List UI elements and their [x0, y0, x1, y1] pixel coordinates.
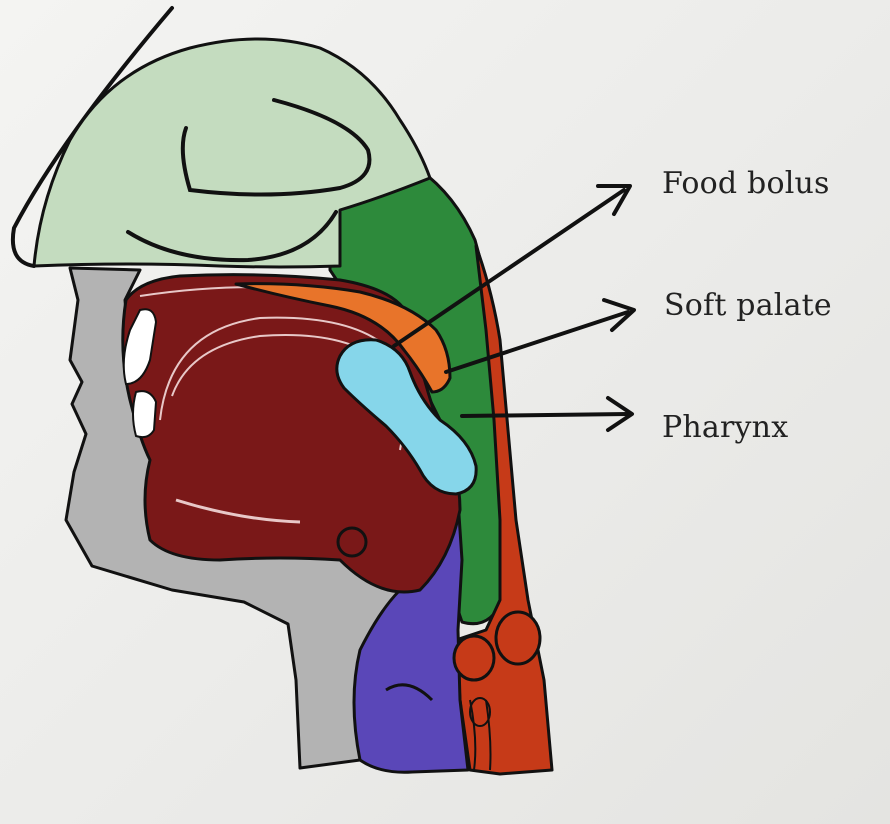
- lower-teeth: [133, 391, 156, 437]
- pharynx-label: Pharynx: [662, 410, 788, 445]
- hyoid: [338, 528, 366, 556]
- food-bolus-label: Food bolus: [662, 166, 830, 201]
- pharynx-arrow: [462, 414, 628, 416]
- soft-palate-label: Soft palate: [664, 288, 832, 323]
